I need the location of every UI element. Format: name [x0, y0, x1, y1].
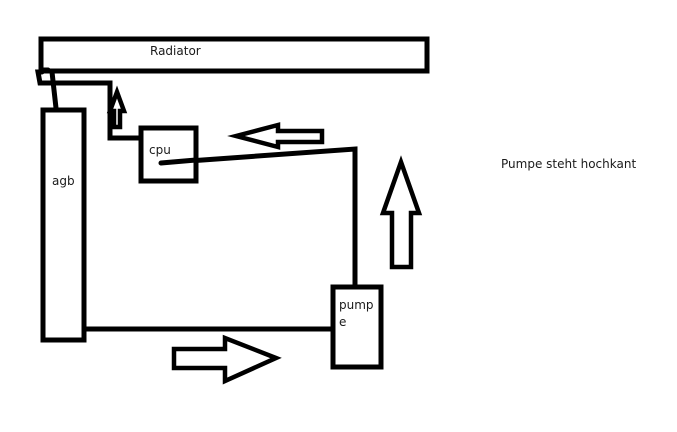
tube-radiator-to-reservoir [49, 69, 59, 111]
radiator-label: Radiator [150, 44, 201, 58]
arrow-right-bottom-icon [171, 334, 282, 385]
pump-box [330, 284, 384, 370]
cpu-label: cpu [149, 143, 171, 157]
orientation-note: Pumpe steht hochkant [501, 157, 637, 171]
cpu-box [138, 125, 199, 184]
tube-radiator-outlet-loop [35, 69, 143, 141]
radiator-box [38, 36, 430, 74]
arrow-up-small-icon [106, 85, 128, 130]
tube-cpu-to-pump [158, 146, 358, 290]
tube-cpu-inlet [158, 157, 199, 166]
reservoir-box [40, 107, 87, 343]
arrow-up-large-icon [379, 155, 423, 270]
pump-label-line1: pump [339, 298, 374, 312]
reservoir-label: agb [52, 174, 75, 188]
arrow-left-top-icon [227, 122, 325, 150]
pump-label-line2: e [339, 315, 347, 329]
